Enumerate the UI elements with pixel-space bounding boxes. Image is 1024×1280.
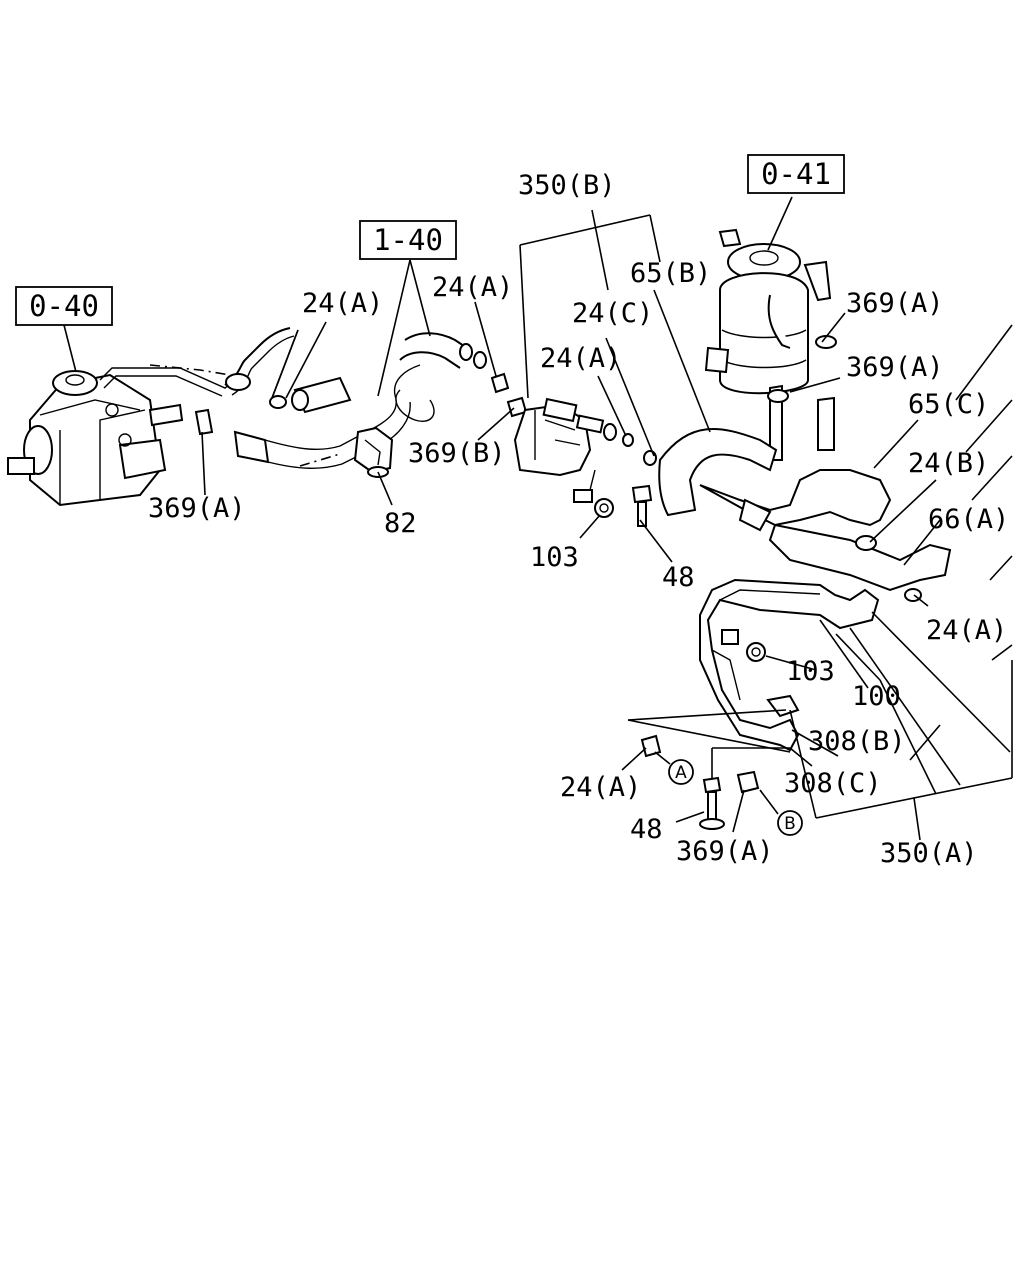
bracket-assembly-drawing [513, 397, 657, 518]
label-24c: 24(C) [572, 298, 653, 329]
lower-small-parts-drawing [640, 734, 760, 830]
marker-a-circle [668, 759, 694, 785]
return-pipe-drawing [149, 327, 295, 396]
reference-1-40: 1-40 [373, 223, 443, 257]
label-103-upper: 103 [530, 542, 579, 573]
label-48-lower: 48 [630, 814, 663, 845]
marker-b-circle [777, 810, 803, 836]
label-82: 82 [384, 508, 417, 539]
clip-near-1-40-drawing [490, 372, 510, 394]
reference-0-40: 0-40 [29, 289, 99, 323]
label-24a-bottom: 24(A) [560, 772, 641, 803]
injection-pump-drawing [7, 367, 241, 507]
label-65c: 65(C) [908, 389, 989, 420]
label-103-lower: 103 [786, 656, 835, 687]
hoses-65-66-drawing [658, 427, 952, 602]
marker-a: A [675, 763, 687, 783]
short-hose-drawing [269, 376, 352, 414]
label-48-upper: 48 [662, 562, 695, 593]
label-65b: 65(B) [630, 258, 711, 289]
reference-0-41: 0-41 [761, 157, 831, 191]
label-308b: 308(B) [808, 726, 906, 757]
label-350b: 350(B) [518, 170, 616, 201]
leader-lines [63, 196, 1013, 841]
label-308c: 308(C) [784, 768, 882, 799]
label-24b: 24(B) [908, 448, 989, 479]
label-24a-top-mid: 24(A) [432, 272, 513, 303]
label-369a-filter-top: 369(A) [846, 288, 944, 319]
label-350a: 350(A) [880, 838, 978, 869]
label-24a-top-left: 24(A) [302, 288, 383, 319]
fuel-hose-main-drawing [233, 332, 487, 469]
reference-box-0-40 [15, 286, 113, 326]
label-369a-left: 369(A) [148, 493, 246, 524]
label-66a: 66(A) [928, 504, 1009, 535]
label-24a-mid: 24(A) [540, 343, 621, 374]
label-369b: 369(B) [408, 438, 506, 469]
label-100: 100 [852, 681, 901, 712]
reference-box-0-41 [747, 154, 845, 194]
clip-369a-left-drawing [194, 408, 214, 436]
fuel-filter-drawing [704, 228, 837, 461]
label-24a-right: 24(A) [926, 615, 1007, 646]
label-369a-bottom: 369(A) [676, 836, 774, 867]
label-369a-filter-bottom: 369(A) [846, 352, 944, 383]
reference-box-1-40 [359, 220, 457, 260]
bolt-48-upper-drawing [631, 484, 653, 527]
marker-b: B [784, 814, 796, 834]
clip-82-drawing [353, 426, 394, 478]
